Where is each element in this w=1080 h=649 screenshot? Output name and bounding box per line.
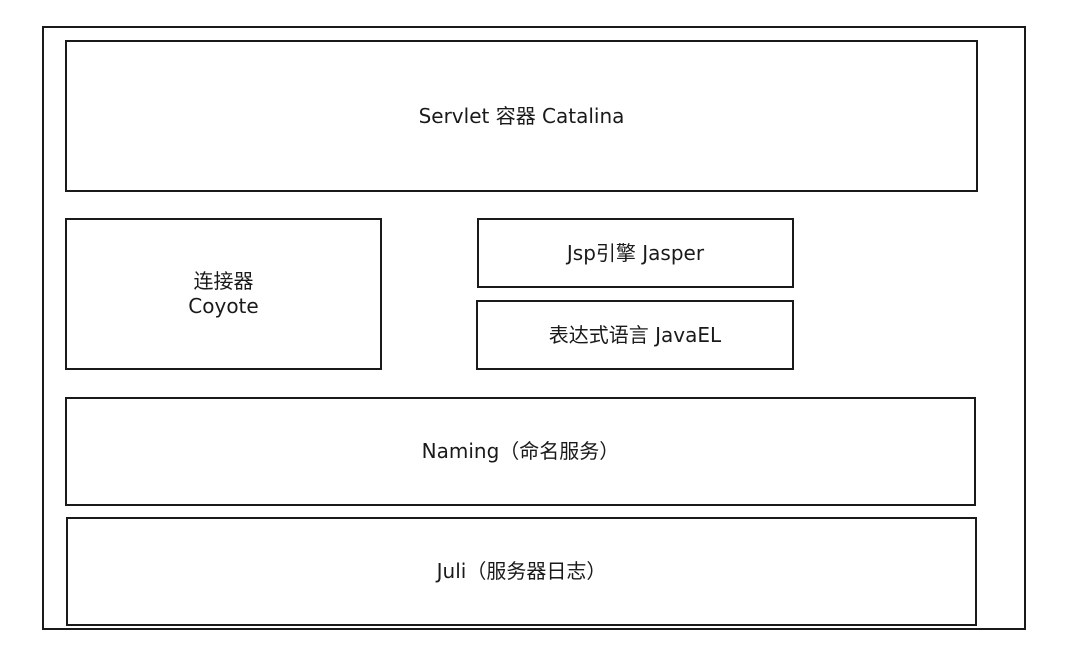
server-log-label: Juli（服务器日志） [436,559,607,583]
server-log-box: Juli（服务器日志） [66,517,977,626]
naming-service-label: Naming（命名服务） [421,439,620,463]
jsp-engine-label: Jsp引擎 Jasper [566,240,705,265]
connector-box: 连接器 Coyote [65,218,382,370]
connector-label-en: Coyote [188,294,259,318]
servlet-container-label: Servlet 容器 Catalina [418,103,625,128]
expression-language-label: 表达式语言 JavaEL [548,322,722,347]
jsp-engine-box: Jsp引擎 Jasper [477,218,794,288]
connector-label-stack: 连接器 Coyote [188,269,258,319]
connector-label-cn: 连接器 [193,269,254,293]
expression-language-box: 表达式语言 JavaEL [476,300,794,370]
outer-frame [42,26,1026,630]
servlet-container-box: Servlet 容器 Catalina [65,40,978,192]
naming-service-box: Naming（命名服务） [65,397,976,506]
